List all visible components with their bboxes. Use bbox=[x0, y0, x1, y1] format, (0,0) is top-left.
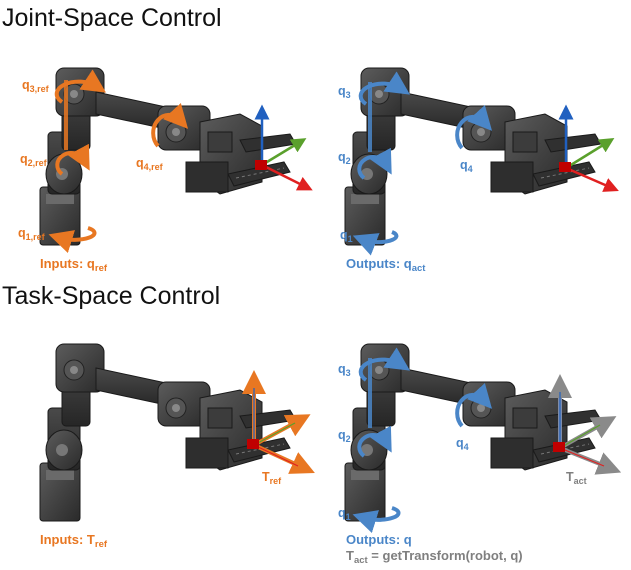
q1-output-label: q1 bbox=[340, 228, 353, 244]
joint-input-robot bbox=[39, 67, 313, 254]
q2-ref-label: q2,ref bbox=[20, 152, 47, 168]
tref-label: Tref bbox=[262, 470, 282, 486]
q1-ref-arrow bbox=[48, 226, 97, 254]
joint-output-robot bbox=[344, 67, 619, 256]
q2-output-label: q2 bbox=[338, 150, 351, 166]
task-space-heading: Task-Space Control bbox=[2, 282, 221, 310]
q4-ref-label: q4,ref bbox=[136, 156, 163, 172]
joint-inputs-caption: Inputs: qref bbox=[40, 256, 108, 274]
joint-outputs-caption: Outputs: qact bbox=[346, 256, 426, 274]
get-transform-formula: Tact = getTransform(robot, q) bbox=[346, 548, 523, 566]
tact-label: Tact bbox=[566, 470, 587, 486]
q3-ref-label: q3,ref bbox=[22, 78, 49, 94]
q4-output-label: q4 bbox=[460, 158, 473, 174]
joint-space-heading: Joint-Space Control bbox=[2, 4, 222, 32]
q2-ref-arrow bbox=[55, 143, 90, 176]
task-input-robot bbox=[39, 343, 315, 522]
q4-task-output-label: q4 bbox=[456, 436, 469, 452]
q1-ref-label: q1,ref bbox=[18, 226, 45, 242]
task-inputs-caption: Inputs: Tref bbox=[40, 532, 108, 550]
q3-output-label: q3 bbox=[338, 84, 351, 100]
q2-task-output-label: q2 bbox=[338, 428, 351, 444]
q3-task-output-label: q3 bbox=[338, 362, 351, 378]
q4-ref-arrow bbox=[151, 103, 189, 148]
q1-task-output-label: q1 bbox=[338, 506, 351, 522]
task-output-robot bbox=[344, 343, 622, 534]
task-outputs-caption: Outputs: q bbox=[346, 532, 412, 547]
